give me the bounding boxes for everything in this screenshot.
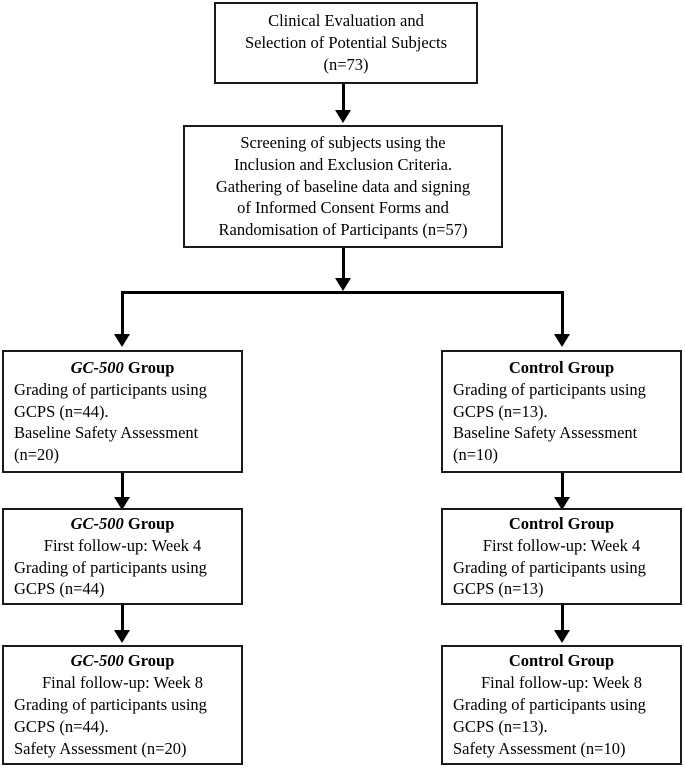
gc500-baseline-line-3: Baseline Safety Assessment [14,423,199,443]
enrollment-line-2: Selection of Potential Subjects [244,33,448,53]
screening-line-5: Randomisation of Participants (n=57) [218,220,468,240]
node-control-week8: Control Group Final follow-up: Week 8 Gr… [441,645,682,765]
gc500-week8-followup: Final follow-up: Week 8 [41,673,204,693]
control-week8-title: Control Group [508,651,615,671]
node-screening: Screening of subjects using the Inclusio… [183,125,503,248]
gc500-week4-line-1: Grading of participants using [14,557,207,577]
control-baseline-line-1: Grading of participants using [453,379,646,399]
control-week4-title: Control Group [508,513,615,533]
control-week8-line-2: GCPS (n=13). [453,716,548,736]
gc500-group-word: Group [123,651,175,671]
node-gc500-week8: GC-500 Group Final follow-up: Week 8 Gra… [2,645,243,765]
screening-line-1: Screening of subjects using the [240,132,446,152]
gc500-baseline-line-4: (n=20) [14,445,60,465]
control-baseline-title: Control Group [508,357,615,377]
gc500-baseline-line-1: Grading of participants using [14,379,207,399]
control-week4-followup: First follow-up: Week 4 [482,535,641,555]
gc500-brand: GC-500 [70,513,124,533]
screening-line-4: of Informed Consent Forms and [237,198,449,218]
enrollment-line-1: Clinical Evaluation and [268,11,424,31]
control-baseline-line-3: Baseline Safety Assessment [453,423,638,443]
control-baseline-line-2: GCPS (n=13). [453,401,548,421]
node-gc500-week4: GC-500 Group First follow-up: Week 4 Gra… [2,508,243,605]
gc500-week8-line-3: Safety Assessment (n=20) [14,738,187,758]
control-week4-line-2: GCPS (n=13) [453,579,544,599]
screening-line-3: Gathering of baseline data and signing [215,176,471,196]
screening-line-2: Inclusion and Exclusion Criteria. [233,154,453,174]
gc500-baseline-line-2: GCPS (n=44). [14,401,109,421]
gc500-baseline-title: GC-500 Group [4,357,241,379]
gc500-week4-followup: First follow-up: Week 4 [43,535,202,555]
control-week8-followup: Final follow-up: Week 8 [480,673,643,693]
control-baseline-line-4: (n=10) [453,445,499,465]
node-control-week4: Control Group First follow-up: Week 4 Gr… [441,508,682,605]
gc500-week4-line-2: GCPS (n=44) [14,579,105,599]
gc500-week8-line-2: GCPS (n=44). [14,716,109,736]
gc500-group-word: Group [123,357,175,377]
gc500-brand: GC-500 [70,651,124,671]
node-gc500-baseline: GC-500 Group Grading of participants usi… [2,350,243,473]
enrollment-line-3: (n=73) [323,54,369,74]
gc500-week8-title: GC-500 Group [4,650,241,672]
control-week4-line-1: Grading of participants using [453,557,646,577]
gc500-group-word: Group [123,513,175,533]
gc500-week8-line-1: Grading of participants using [14,695,207,715]
gc500-brand: GC-500 [70,357,124,377]
node-control-baseline: Control Group Grading of participants us… [441,350,682,473]
gc500-week4-title: GC-500 Group [4,513,241,535]
control-week8-line-3: Safety Assessment (n=10) [453,738,626,758]
control-week8-line-1: Grading of participants using [453,695,646,715]
node-enrollment: Clinical Evaluation and Selection of Pot… [214,2,478,84]
